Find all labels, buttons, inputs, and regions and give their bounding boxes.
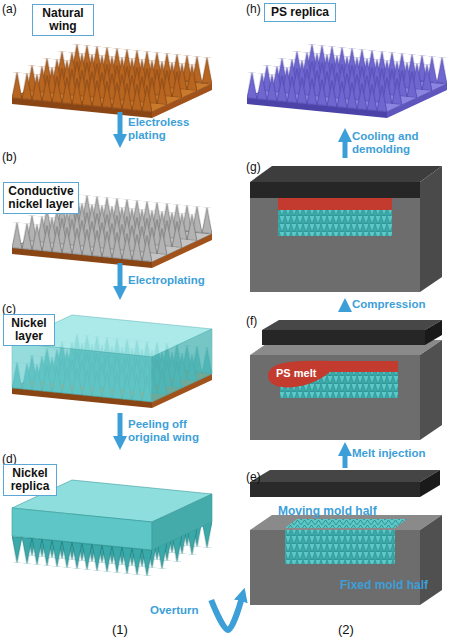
fixed-half [250,530,420,605]
fixed-half [250,355,420,440]
label-box: Nickel replica [3,464,57,496]
panel-letter: (b) [2,150,17,164]
replica-side [152,494,212,550]
panel-letter: (g) [246,160,261,174]
process-panel: (g) [240,158,450,298]
mold-side [420,166,442,292]
natural-wing [12,44,212,118]
column-number: (2) [338,622,354,637]
panel-letter: (a) [2,2,17,16]
box-label: Conductive nickel layer [6,185,76,211]
step-label: Electroplating [128,274,218,287]
label-box: Natural wing [32,4,94,36]
ps-replica [247,44,447,118]
step-label: Compression [352,298,452,311]
mold-top [250,166,442,182]
process-arrow [118,263,123,287]
moving-top [250,470,440,482]
process-arrow [211,600,241,630]
process-panel: (c)Nickel layer [0,300,240,413]
process-arrow [118,413,123,437]
panel-letter: (h) [246,2,261,16]
ps-spikes [247,44,447,112]
closed-mold [250,166,442,292]
replica-front [12,508,152,550]
process-panel: (a) Natural wing [0,0,240,112]
part-label: Fixed mold half [340,578,428,592]
label-box: Nickel layer [3,314,55,346]
step-label: Overturn [150,604,210,617]
box-label: PS replica [267,6,333,19]
process-panel: (e) Moving mold halfFixed mold half [240,468,450,608]
cavity-grid [285,519,407,528]
step-label: Cooling and demolding [352,130,432,156]
nickel-insert [278,210,392,236]
open-mold [250,470,442,605]
box-label: Nickel layer [6,317,52,343]
process-arrow [343,455,348,468]
moving-side [420,470,440,497]
part-label: PS melt [276,367,316,380]
process-panel: (d)Nickel replica [0,450,240,600]
ps-layer [278,198,392,210]
step-label: Melt injection [352,447,452,460]
panel-letter: (f) [246,314,257,328]
nickel-front [12,343,152,402]
step-label: Peeling off original wing [128,418,220,444]
process-arrow [343,311,348,312]
step-label: Electroless plating [128,116,198,142]
fixed-side [420,340,442,440]
process-arrow [343,141,348,158]
ps-melt-blob [268,361,398,388]
moving-half [250,482,420,497]
box-label: Nickel replica [6,467,54,493]
process-arrow [118,112,123,135]
column-number: (1) [112,622,128,637]
box-label: Natural wing [35,7,91,33]
moving-top [262,320,442,330]
compression-mold [250,320,442,440]
moving-side [425,320,442,345]
panel-letter: (e) [246,470,261,484]
part-label: Moving mold half [278,504,377,518]
process-panel: (f) PS melt [240,312,450,442]
label-box: PS replica [264,3,336,22]
nickel-insert [285,530,395,564]
moving-half [262,330,425,345]
process-panel: (h) PS replica [240,0,450,128]
label-box: Conductive nickel layer [3,182,79,214]
wing-spikes [12,44,212,112]
process-panel: (b) Conductive nickel layer [0,148,240,263]
nickel-side [152,329,212,402]
fixed-half [250,198,420,292]
moving-half [250,182,420,198]
